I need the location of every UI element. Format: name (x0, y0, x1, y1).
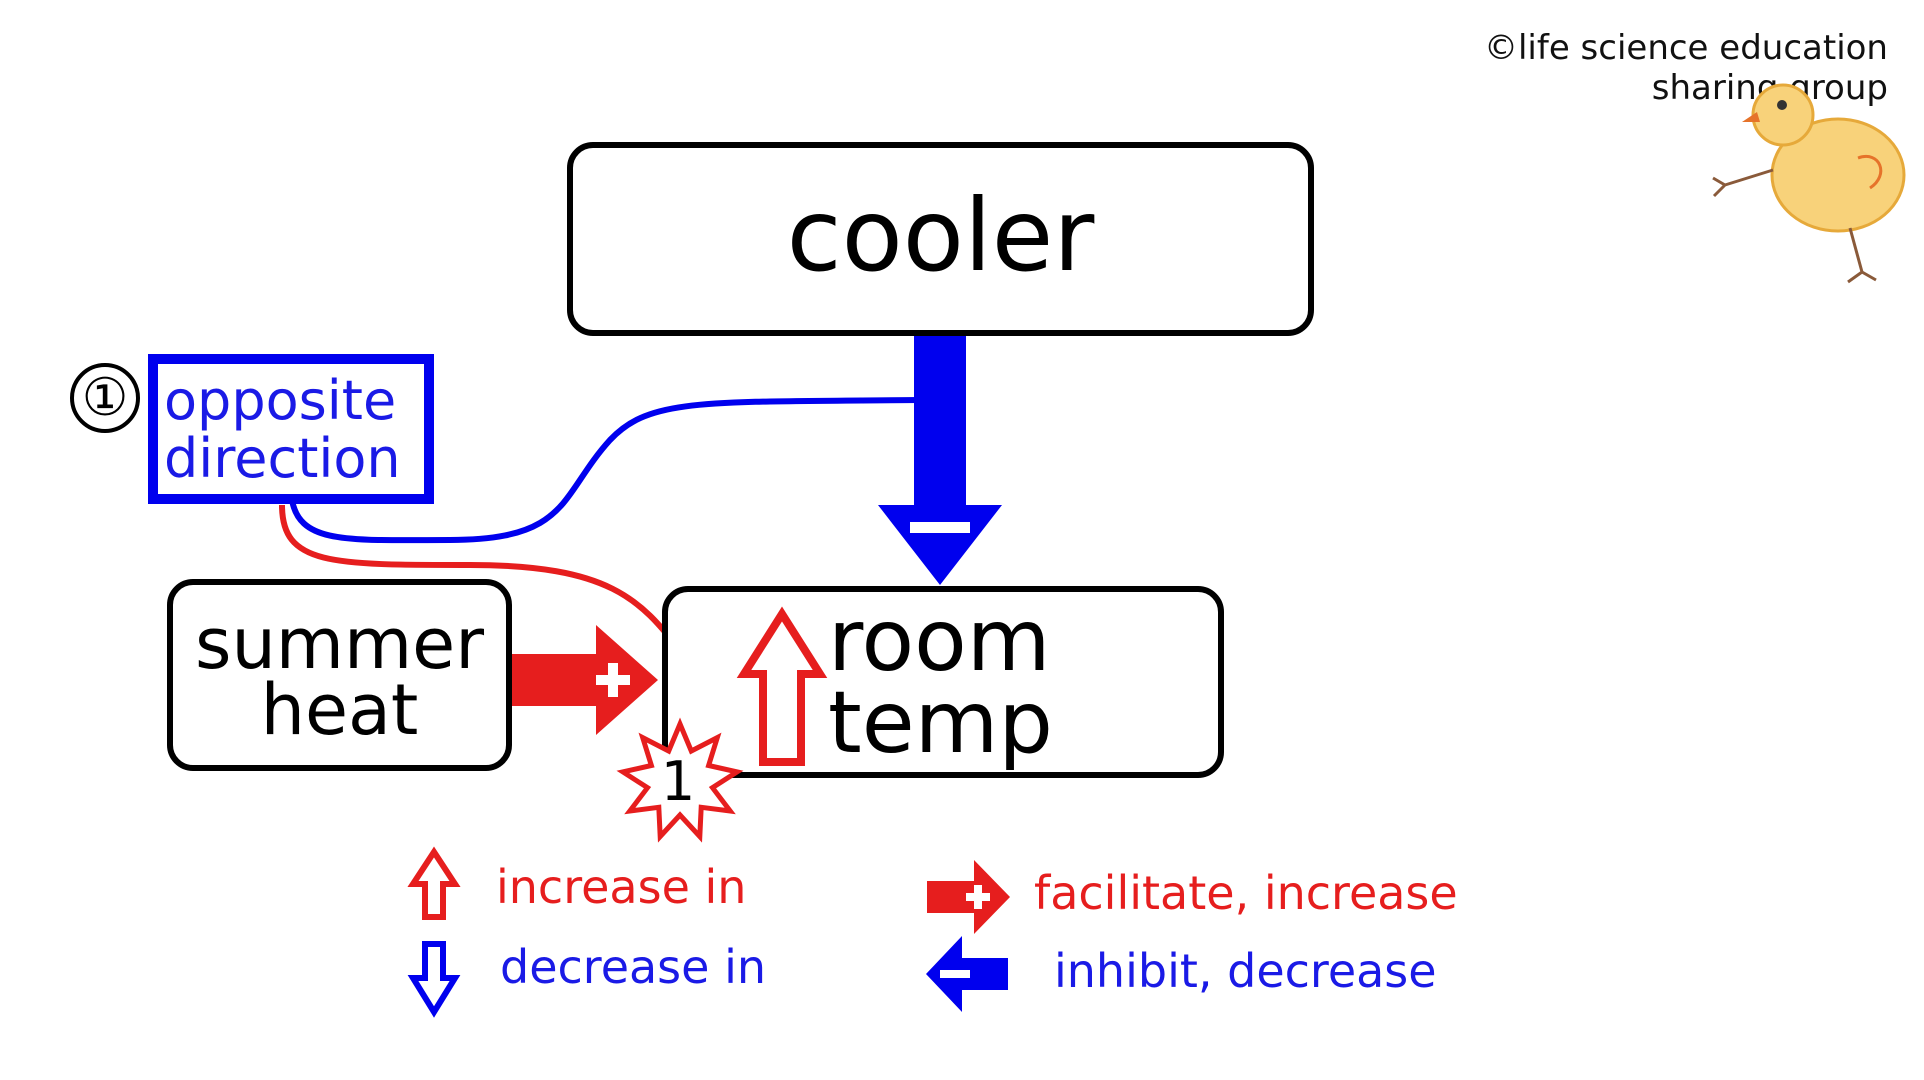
annotation-number: ① (70, 363, 140, 433)
legend-inhibit-arrow-icon (926, 936, 1008, 1012)
room-temp-node: room temp (662, 586, 1224, 778)
summer-heat-label-line-1: summer (194, 603, 485, 685)
plus-icon (596, 663, 630, 697)
legend-decrease-label: decrease in (500, 940, 767, 994)
room-temp-label-line-2: temp (828, 673, 1053, 773)
legend-inhibit-label: inhibit, decrease (1054, 944, 1437, 998)
minus-icon (910, 522, 970, 533)
chick-drawing-icon (1712, 83, 1906, 284)
summer-heat-facilitate-arrow (512, 625, 658, 735)
starburst-label: 1 (661, 750, 695, 813)
legend-facilitate-label: facilitate, increase (1034, 866, 1458, 920)
cooler-inhibit-arrow (878, 336, 1002, 585)
legend-decrease-arrow-icon (407, 941, 461, 1018)
opposite-direction-annotation: opposite direction (148, 354, 434, 504)
legend-increase-label: increase in (496, 860, 747, 914)
room-temp-label-line-1: room (828, 591, 1051, 691)
opposite-direction-line-2: direction (164, 427, 401, 490)
summer-heat-label-line-2: heat (260, 669, 419, 751)
blue-connector-curve (289, 397, 921, 544)
cooler-label: cooler (786, 177, 1095, 294)
copyright-line-1: ©life science education (1483, 28, 1888, 68)
legend-facilitate-arrow-icon (927, 860, 1010, 934)
room-temp-increase-arrow (736, 606, 828, 766)
opposite-direction-line-1: opposite (164, 369, 397, 432)
starburst-icon: 1 (616, 717, 744, 843)
summer-heat-node: summer heat (167, 579, 512, 771)
cooler-node: cooler (567, 142, 1314, 336)
legend-increase-arrow-icon (407, 846, 461, 920)
